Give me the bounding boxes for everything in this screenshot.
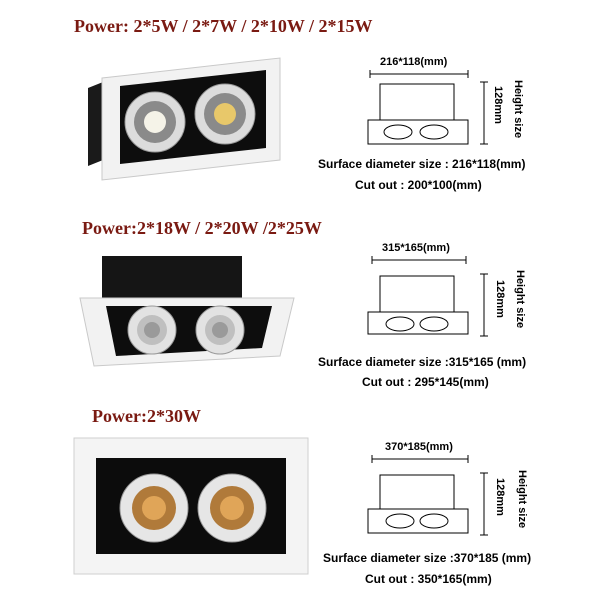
product-image-2	[79, 256, 295, 367]
width-dimension-2: 315*165(mm)	[382, 242, 450, 254]
surface-size-3: Surface diameter size :370*185 (mm)	[323, 551, 532, 565]
lamp-head-left	[127, 305, 177, 355]
lamp-head-right	[197, 473, 267, 543]
height-size-label-1: Height size	[512, 80, 524, 139]
dimension-drawing-1	[367, 70, 488, 145]
lamp-head-left	[124, 91, 186, 153]
depth-dimension-3: 128mm	[494, 478, 506, 516]
surface-size-1: Surface diameter size : 216*118(mm)	[318, 157, 526, 171]
product-image-1	[88, 57, 281, 181]
cut-out-1: Cut out : 200*100(mm)	[355, 178, 482, 192]
height-size-label-2: Height size	[514, 270, 526, 329]
power-title-2: Power:2*18W / 2*20W /2*25W	[82, 218, 322, 238]
width-dimension-1: 216*118(mm)	[380, 56, 448, 68]
cut-out-3: Cut out : 350*165(mm)	[365, 572, 492, 586]
depth-dimension-1: 128mm	[492, 86, 504, 124]
surface-size-2: Surface diameter size :315*165 (mm)	[318, 355, 527, 369]
dimension-drawing-3	[367, 455, 488, 536]
lamp-head-left	[119, 473, 189, 543]
height-size-label-3: Height size	[516, 470, 528, 529]
width-dimension-3: 370*185(mm)	[385, 441, 453, 453]
cut-out-2: Cut out : 295*145(mm)	[362, 375, 489, 389]
depth-dimension-2: 128mm	[494, 280, 506, 318]
lamp-head-right	[195, 305, 245, 355]
product-image-3	[73, 437, 309, 575]
dimension-drawing-2	[367, 256, 488, 337]
power-title-1: Power: 2*5W / 2*7W / 2*10W / 2*15W	[74, 16, 373, 36]
power-title-3: Power:2*30W	[92, 406, 201, 426]
lamp-head-right	[194, 83, 256, 145]
